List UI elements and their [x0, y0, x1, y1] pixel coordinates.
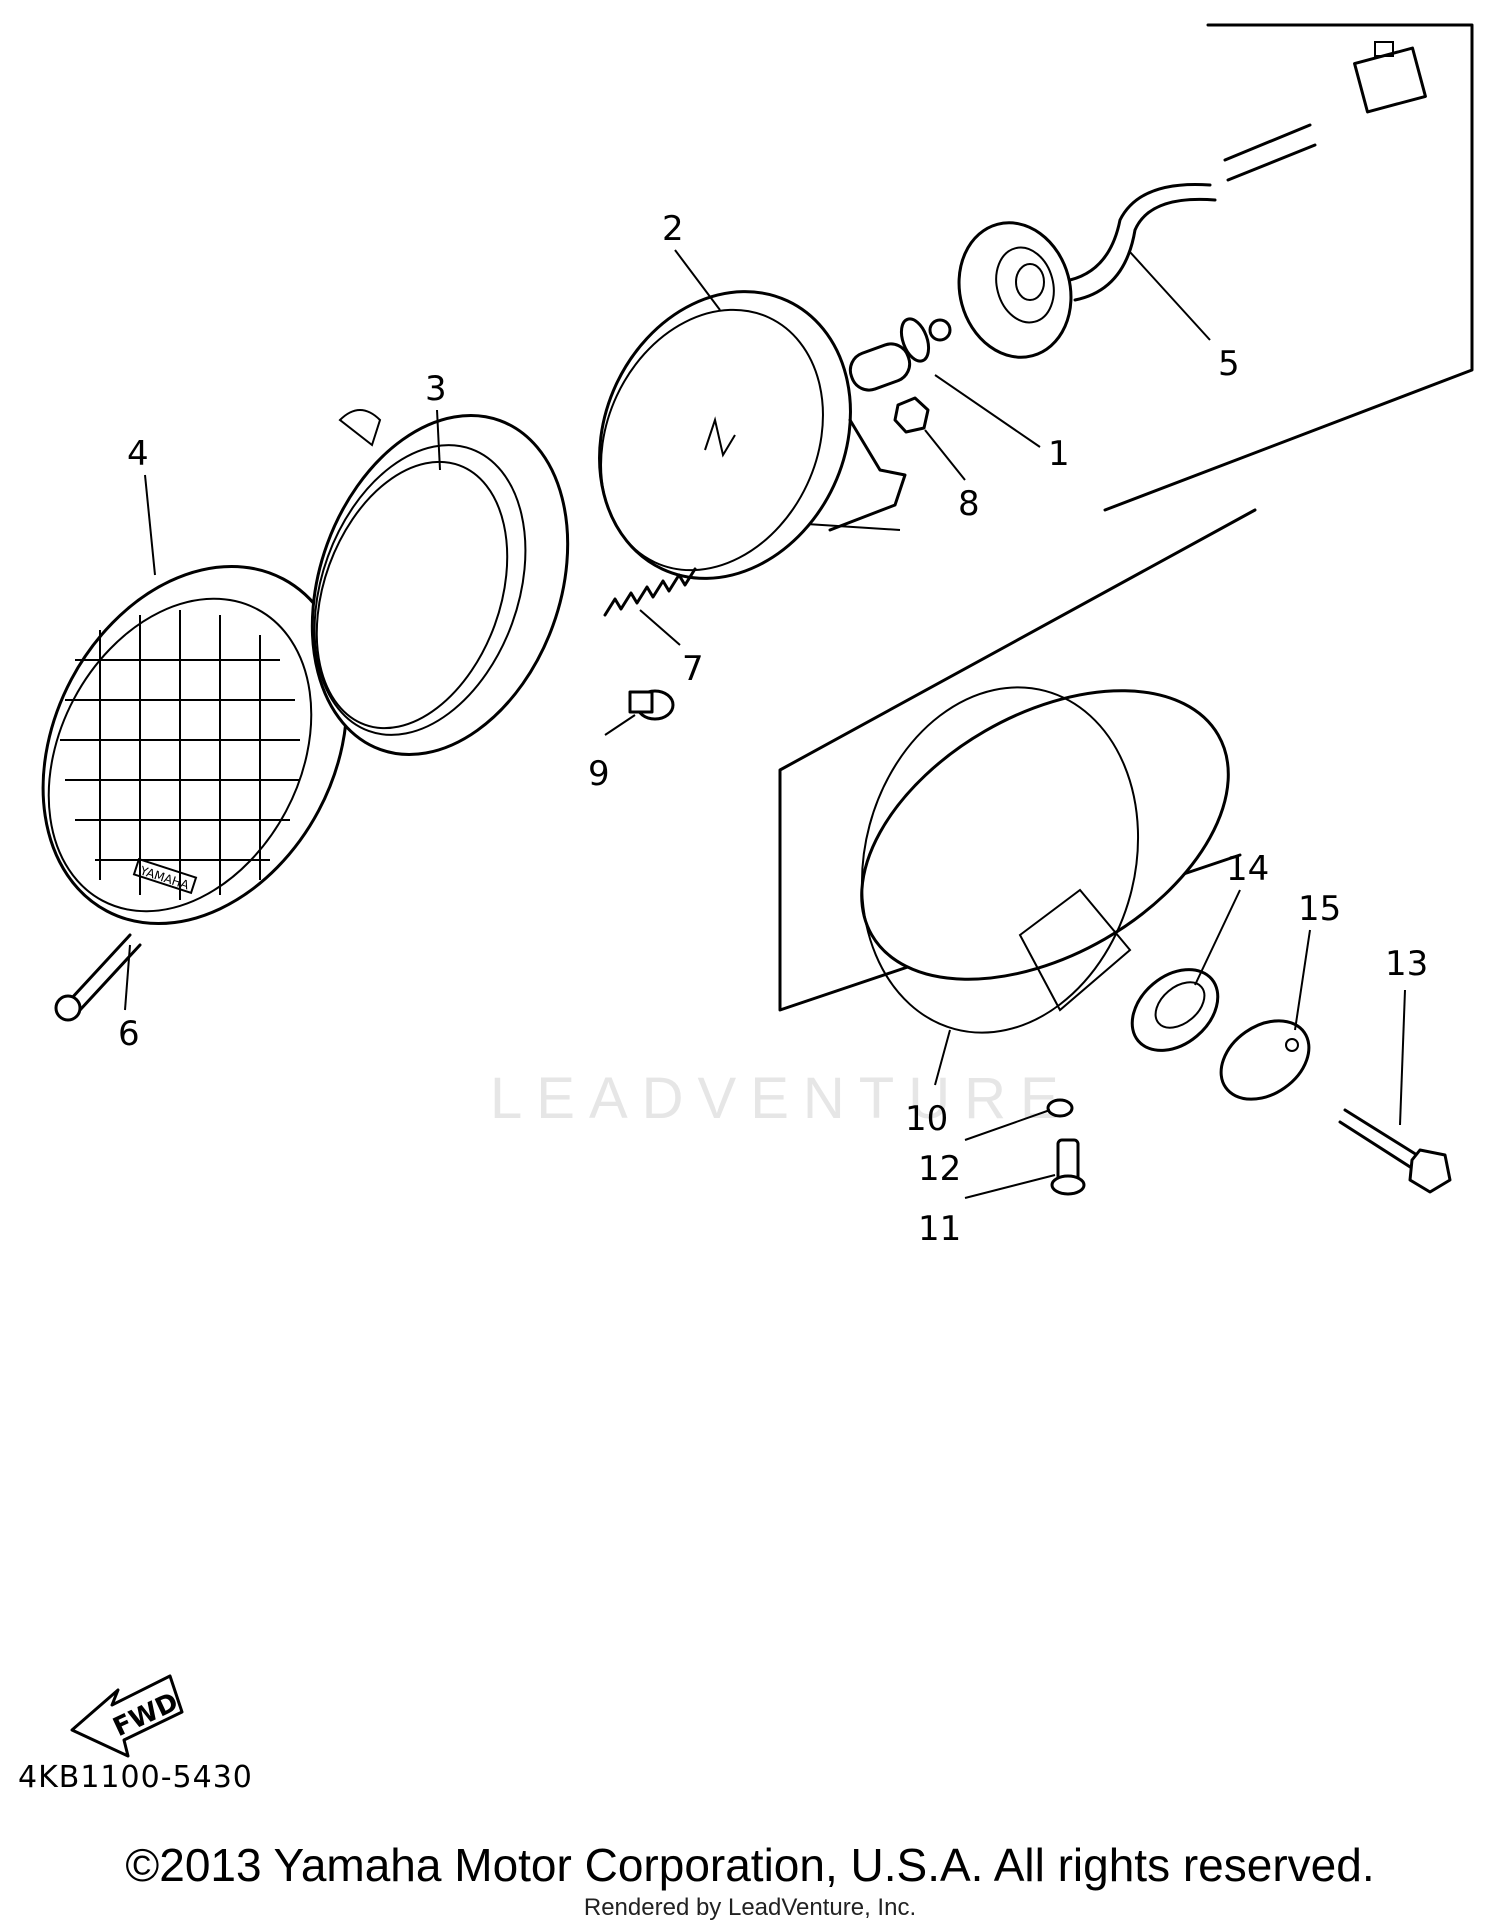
- grommet-part: [1130, 968, 1220, 1052]
- fwd-arrow-icon: FWD: [70, 1674, 184, 1758]
- screw-9-part: [628, 689, 675, 721]
- rim-part: [310, 409, 570, 756]
- spring-part: [603, 567, 697, 617]
- nut-part: [893, 396, 930, 434]
- callout-14: 14: [1226, 849, 1269, 889]
- socket-cord-part: [957, 41, 1427, 359]
- callout-3: 3: [425, 369, 447, 409]
- callout-13: 13: [1385, 944, 1428, 984]
- callout-5: 5: [1218, 344, 1240, 384]
- callout-6: 6: [118, 1014, 140, 1054]
- callout-8: 8: [958, 484, 980, 524]
- housing-part: [860, 686, 1230, 1034]
- diagram-part-code: 4KB1100-5430: [18, 1760, 253, 1795]
- rendered-by-notice: Rendered by LeadVenture, Inc.: [583, 1894, 917, 1921]
- bolt-11-part: [1050, 1138, 1086, 1196]
- guard-grille-part: YAMAHA: [41, 564, 349, 926]
- cover-part: [1219, 1019, 1311, 1101]
- callout-2: 2: [662, 209, 684, 249]
- bulb-part: [848, 317, 952, 392]
- callout-numbers: 1 2 3 4 5 6 7 8 9 10 11 12 13 14 15: [118, 209, 1428, 1249]
- copyright-notice: ©2013 Yamaha Motor Corporation, U.S.A. A…: [125, 1839, 1375, 1891]
- callout-9: 9: [588, 754, 610, 794]
- bolt-13-part: [1338, 1108, 1452, 1194]
- leadventure-watermark: LEADVENTURE: [490, 1066, 1073, 1131]
- headlight-unit-part: [598, 290, 907, 580]
- callout-10: 10: [905, 1099, 948, 1139]
- callout-1: 1: [1048, 434, 1070, 474]
- callout-7: 7: [682, 649, 704, 689]
- washer-part: [1046, 1098, 1074, 1118]
- callout-12: 12: [918, 1149, 961, 1189]
- callout-15: 15: [1298, 889, 1341, 929]
- leader-lines: [124, 249, 1406, 1199]
- callout-11: 11: [918, 1209, 961, 1249]
- callout-4: 4: [127, 434, 149, 474]
